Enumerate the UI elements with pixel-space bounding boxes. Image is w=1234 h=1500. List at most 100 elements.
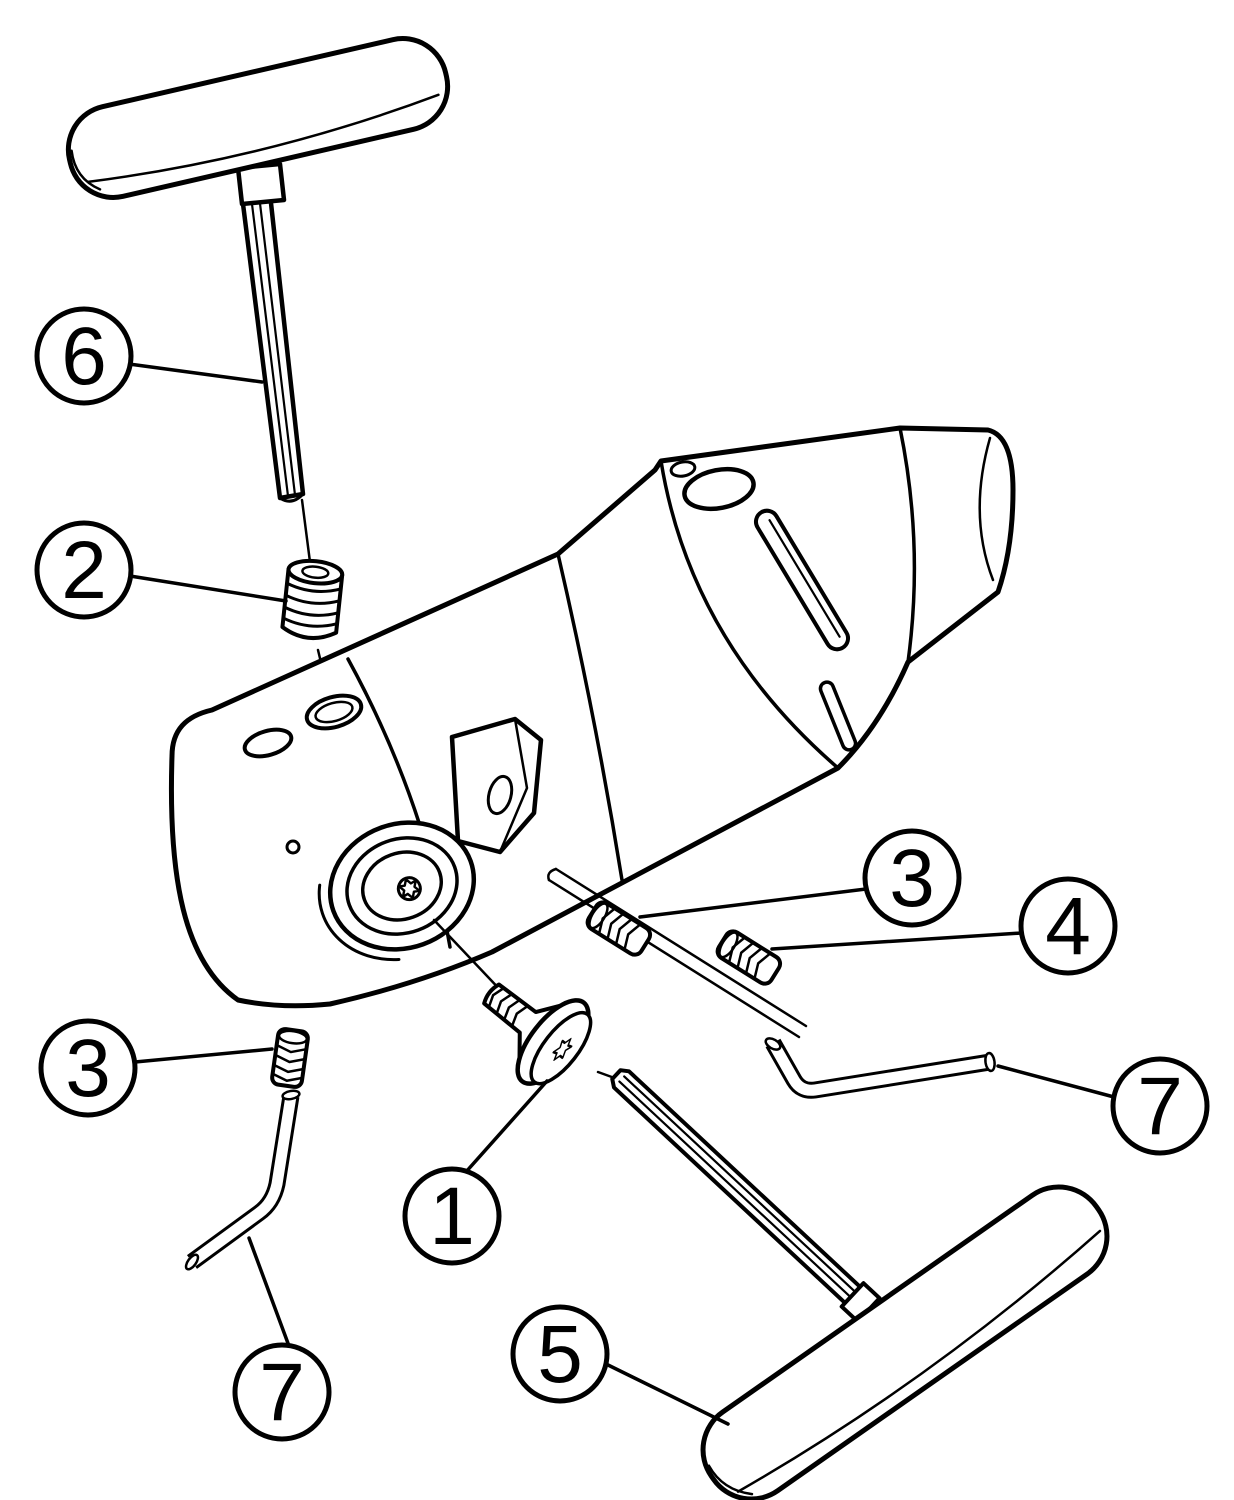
insert-pocket-outer-arc xyxy=(317,883,401,962)
driver-handle-top xyxy=(65,36,451,200)
countersunk-screw-1 xyxy=(482,982,593,1086)
clamp-block xyxy=(449,716,544,855)
set-screw-3-left xyxy=(270,1027,310,1089)
t-handle-driver-bottom xyxy=(610,1068,1110,1500)
set-screw-2-socket xyxy=(301,565,330,580)
callout-7-left-number: 7 xyxy=(259,1347,305,1438)
body-cone-ridge xyxy=(556,552,624,882)
set-screw-4 xyxy=(715,929,783,986)
callout-3-right-number: 3 xyxy=(889,833,935,924)
driver-handle-bottom-end-contour xyxy=(707,1464,754,1496)
driver-handle-bottom-contour xyxy=(736,1229,1102,1493)
set-screw-2-top-face xyxy=(286,558,345,586)
t-handle-driver-top xyxy=(65,36,451,564)
alignment-axis-outline xyxy=(547,867,808,1039)
leader-1 xyxy=(463,1079,549,1175)
driver-handle-top-end-contour xyxy=(70,149,102,191)
callout-7-left: 7 xyxy=(232,1342,332,1442)
insert-pocket-ring-inner xyxy=(361,850,443,922)
clamp-block-edge xyxy=(498,717,529,854)
leader-4 xyxy=(770,931,1023,951)
driver-shaft-top-facet-2 xyxy=(257,193,297,497)
body-collar-front-edge xyxy=(659,459,840,770)
callout-2: 2 xyxy=(34,520,134,620)
driver-handle-bottom xyxy=(700,1184,1110,1500)
body-face-pin-hole xyxy=(285,839,301,855)
leader-3-left xyxy=(133,1047,274,1064)
callout-7-right-number: 7 xyxy=(1137,1061,1183,1152)
screw-1-threads xyxy=(487,986,530,1028)
hex-key-left-fill xyxy=(188,1095,297,1267)
body-stub-front-edge xyxy=(898,426,917,664)
leader-5 xyxy=(604,1362,730,1426)
driver-shaft-top-tip xyxy=(278,492,305,503)
insert-pocket-torx xyxy=(397,878,421,900)
callout-3-right-circle xyxy=(862,828,962,928)
callout-3-left-number: 3 xyxy=(65,1023,111,1114)
body-slot-large-outline xyxy=(753,508,851,652)
callout-2-number: 2 xyxy=(61,525,107,616)
insert-pocket xyxy=(317,820,477,962)
hex-key-right-fill xyxy=(768,1040,991,1096)
callout-2-circle xyxy=(34,520,134,620)
set-screw-2 xyxy=(280,558,345,641)
leader-7-left xyxy=(247,1236,291,1348)
leader-lines xyxy=(127,362,1116,1426)
axis-line-shaft-to-screw2 xyxy=(300,498,312,564)
body-rear-top-hole xyxy=(682,466,756,512)
driver-shaft-bottom xyxy=(610,1068,882,1324)
set-screw-3-left-threads xyxy=(271,1043,308,1083)
tool-holder-body xyxy=(168,425,1016,1009)
driver-handle-top-outline xyxy=(65,36,451,200)
callout-3-left: 3 xyxy=(38,1018,138,1118)
leader-7-right xyxy=(996,1064,1116,1099)
hex-key-right xyxy=(764,1037,996,1099)
driver-shaft-top xyxy=(239,191,306,501)
driver-handle-bottom-outline xyxy=(700,1184,1110,1500)
screw-1-head-face xyxy=(529,1010,593,1086)
body-top-hole-small xyxy=(242,727,294,759)
hex-key-left-tip-face xyxy=(184,1253,200,1271)
alignment-axis-cap xyxy=(547,867,558,882)
callout-4: 4 xyxy=(1018,876,1118,976)
alignment-axis-line-2 xyxy=(547,878,801,1039)
leader-3-right xyxy=(638,887,868,919)
insert-pocket-ring-mid xyxy=(345,836,459,936)
callout-3-right: 3 xyxy=(862,828,962,928)
set-screw-3-middle-threads xyxy=(597,907,642,951)
callout-7-right: 7 xyxy=(1110,1056,1210,1156)
callout-6: 6 xyxy=(34,306,134,406)
body-slot-large xyxy=(753,508,851,652)
set-screw-3-middle xyxy=(585,900,653,957)
hex-key-left xyxy=(184,1089,301,1271)
body-rear-small-hole xyxy=(669,460,697,478)
callout-6-circle xyxy=(34,306,134,406)
callout-6-number: 6 xyxy=(61,311,107,402)
set-screw-3-left-top xyxy=(277,1029,309,1045)
callout-3-left-circle xyxy=(38,1018,138,1118)
body-slot-large-inner xyxy=(768,519,841,638)
set-screw-4-threads xyxy=(727,936,772,980)
alignment-axis-line-1 xyxy=(554,867,808,1028)
body-threaded-hole-inner xyxy=(314,700,354,724)
hex-key-left-top-face xyxy=(281,1089,301,1101)
callout-5: 5 xyxy=(510,1304,610,1404)
leader-6 xyxy=(127,362,264,384)
leader-2 xyxy=(128,574,288,603)
callout-5-circle xyxy=(510,1304,610,1404)
hex-key-right-tip-face xyxy=(764,1037,782,1051)
set-screw-2-threads xyxy=(281,581,343,628)
callout-4-circle xyxy=(1018,876,1118,976)
callout-1-number: 1 xyxy=(429,1171,475,1262)
body-slot-small xyxy=(818,680,858,752)
driver-shaft-top-facet-1 xyxy=(249,194,290,498)
driver-shaft-bottom-outline xyxy=(610,1068,882,1323)
driver-shaft-bottom-facet-1 xyxy=(623,1075,876,1311)
clamp-block-slot xyxy=(486,774,514,816)
callout-5-number: 5 xyxy=(537,1309,583,1400)
callout-7-right-circle xyxy=(1110,1056,1210,1156)
callout-4-number: 4 xyxy=(1045,881,1091,972)
callout-7-left-circle xyxy=(232,1342,332,1442)
screw-1-torx-socket xyxy=(552,1037,573,1061)
